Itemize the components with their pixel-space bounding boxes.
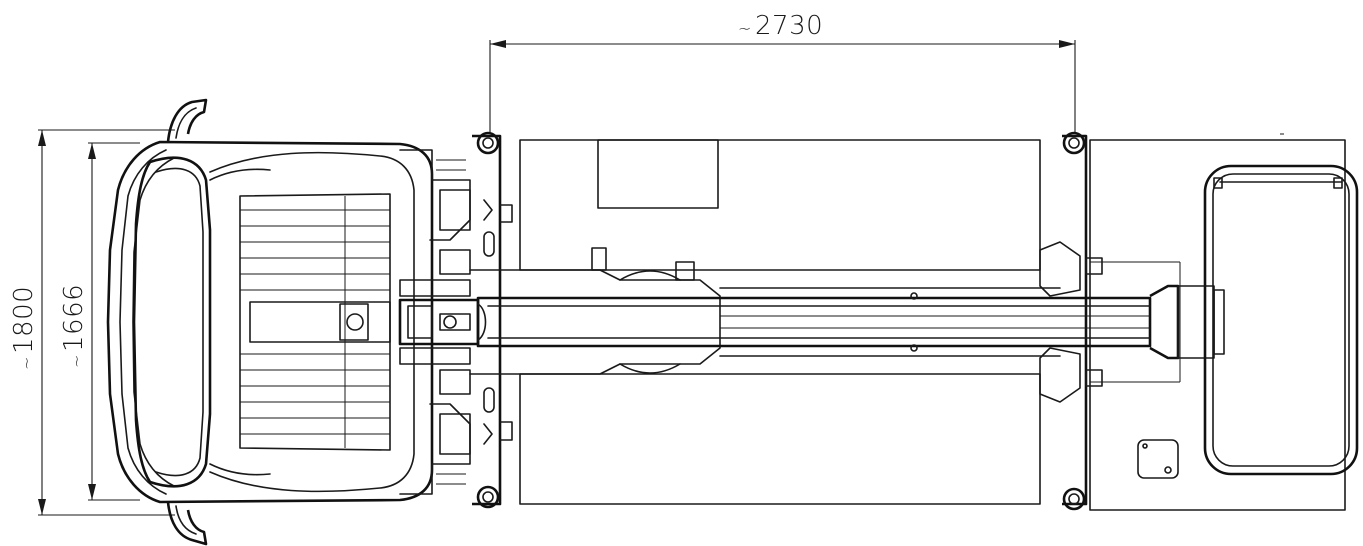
upper-storage-box — [519, 139, 1041, 271]
inner-width-arrow-top — [88, 143, 96, 159]
length-approx-sign: ~ — [738, 19, 752, 38]
inner-width-approx-sign: ~ — [67, 354, 86, 368]
cab-roof — [209, 151, 415, 493]
cab-rear-equipment — [399, 149, 471, 495]
inner-width-value: 1666 — [59, 284, 89, 352]
outer-width-arrow-top — [38, 130, 46, 146]
inner-width-dimension: ~ 1666 — [59, 142, 140, 501]
lower-storage-box — [519, 373, 1041, 505]
upper-toolbox-lid — [597, 139, 719, 209]
outer-width-value: 1800 — [9, 286, 39, 354]
basket-inner-rail — [1212, 173, 1350, 467]
boom-outer-section — [476, 296, 1152, 348]
body-platform — [472, 131, 1346, 511]
length-arrow-left — [490, 40, 506, 48]
inner-width-arrow-bottom — [88, 484, 96, 500]
windshield — [132, 156, 212, 488]
rear-outrigger-beam — [1062, 134, 1088, 506]
rear-outrigger-pad-bottom — [1062, 487, 1086, 511]
length-value: 2730 — [755, 11, 823, 41]
outer-width-arrow-bottom — [38, 499, 46, 515]
boom-turret-housing — [469, 269, 721, 375]
boom-head — [1149, 284, 1180, 360]
rear-access-hatch — [1137, 439, 1179, 479]
front-outrigger-beam — [472, 134, 502, 506]
cab-outline — [106, 140, 434, 504]
roof-hatch — [249, 301, 391, 343]
rear-outrigger-pad-top — [1062, 131, 1086, 155]
rear-deck — [1089, 139, 1346, 511]
basket-outer-rail — [1203, 164, 1359, 476]
length-dimension: ~ 2730 — [489, 11, 1076, 132]
work-basket — [1203, 164, 1359, 476]
mirror-top — [166, 98, 208, 143]
outer-width-approx-sign: ~ — [17, 356, 36, 370]
roof-ribs — [240, 209, 390, 435]
front-outrigger-pad-bottom — [476, 485, 500, 509]
front-outrigger-pad-top — [476, 131, 500, 155]
truck-cab — [106, 98, 434, 546]
mirror-bottom — [166, 501, 208, 546]
aerial-boom — [398, 247, 1225, 375]
outer-width-dimension: ~ 1800 — [9, 129, 175, 516]
length-arrow-right — [1059, 40, 1075, 48]
